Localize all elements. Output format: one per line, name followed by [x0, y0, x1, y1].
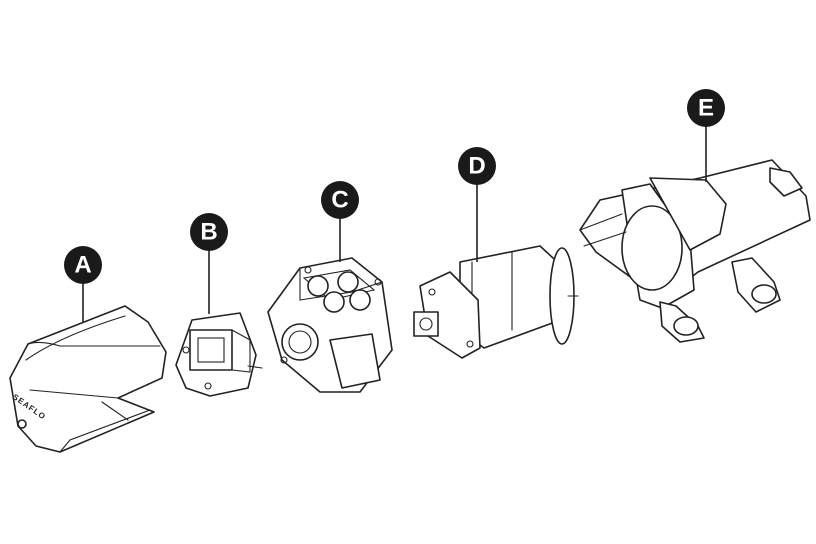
part-d-motor [413, 245, 579, 359]
part-b-switch [175, 312, 263, 397]
label-badge-c: C [321, 181, 359, 219]
label-badge-a: A [64, 246, 102, 284]
label-e-text: E [698, 95, 714, 122]
label-badge-e: E [687, 89, 725, 127]
label-d-text: D [468, 153, 485, 180]
part-a-cover: SEAFLO [9, 305, 167, 453]
label-c-text: C [331, 187, 348, 214]
label-a-text: A [74, 252, 91, 279]
part-c-pump-head [267, 257, 393, 393]
part-e-housing [579, 159, 811, 343]
label-badge-d: D [458, 147, 496, 185]
label-badge-b: B [190, 213, 228, 251]
label-b-text: B [200, 219, 217, 246]
